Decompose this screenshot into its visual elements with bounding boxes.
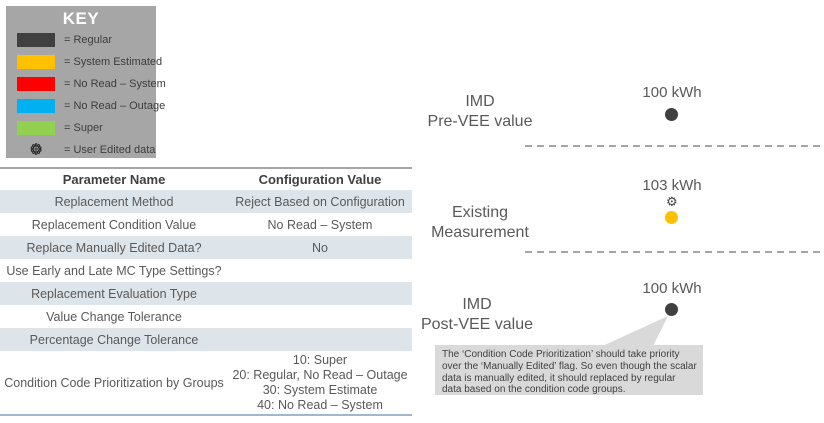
table-row: Condition Code Prioritization by Groups …: [0, 351, 412, 416]
param-name-cell: Replacement Condition Value: [31, 217, 197, 232]
divider-dashed-line: [525, 251, 824, 253]
key-item-label: = No Read – Outage: [64, 100, 166, 112]
param-name-cell: Percentage Change Tolerance: [0, 328, 228, 351]
config-value-cell: [228, 328, 412, 351]
system-estimated-swatch: [17, 55, 55, 69]
key-item-label: = Super: [64, 122, 103, 134]
super-swatch: [17, 121, 55, 135]
key-item-no-read-system: = No Read – System: [6, 73, 166, 95]
existing-measurement-value: 103 kWh: [642, 177, 702, 194]
config-value-cell: [228, 282, 412, 305]
callout-note: The ‘Condition Code Prioritization’ shou…: [435, 345, 703, 395]
post-vee-value: 100 kWh: [642, 280, 702, 297]
table-row: Use Early and Late MC Type Settings?: [0, 259, 412, 282]
pre-vee-dot: [665, 108, 678, 121]
column-header-configuration-value: Configuration Value: [228, 167, 412, 190]
key-legend: KEY = Regular = System Estimated = No Re…: [6, 6, 166, 161]
param-name-cell: Replacement Evaluation Type: [0, 282, 228, 305]
key-item-system-estimated: = System Estimated: [6, 51, 162, 73]
post-vee-label: IMD Post-VEE value: [420, 296, 534, 333]
param-name-cell: Use Early and Late MC Type Settings?: [6, 263, 222, 278]
config-value-cell: 10: Super 20: Regular, No Read – Outage …: [228, 351, 412, 416]
key-title: KEY: [62, 9, 100, 28]
key-item-label: = Regular: [64, 34, 113, 46]
existing-measurement-dot: [665, 211, 678, 224]
table-row: Replacement Condition Value No Read – Sy…: [0, 213, 412, 236]
table-row: Value Change Tolerance: [0, 305, 412, 328]
key-item-label: = System Estimated: [64, 56, 163, 68]
pre-vee-label: IMD Pre-VEE value: [427, 93, 533, 130]
parameter-table: Parameter Name Configuration Value Repla…: [0, 167, 412, 416]
divider-dashed-line: [525, 145, 824, 147]
post-vee-dot: [665, 303, 678, 316]
callout-tail: [598, 316, 668, 348]
param-name-cell: Replacement Method: [0, 190, 228, 213]
table-row: Replacement Evaluation Type: [0, 282, 412, 305]
gear-icon: ⚙: [29, 142, 43, 158]
pre-vee-value: 100 kWh: [642, 84, 702, 101]
config-value-cell: [228, 259, 412, 282]
table-row: Percentage Change Tolerance: [0, 328, 412, 351]
config-value-cell: No: [228, 236, 412, 259]
no-read-system-swatch: [17, 77, 55, 91]
key-item-super: = Super: [6, 117, 156, 139]
config-value-cell: [228, 305, 412, 328]
key-item-label: = No Read – System: [64, 78, 166, 90]
param-name-cell: Condition Code Prioritization by Groups: [0, 351, 228, 416]
table-row: Replace Manually Edited Data? No: [0, 236, 412, 259]
regular-swatch: [17, 33, 55, 47]
existing-measurement-label: Existing Measurement: [431, 204, 529, 241]
table-header-row: Parameter Name Configuration Value: [0, 167, 412, 190]
key-item-no-read-outage: = No Read – Outage: [6, 95, 165, 117]
user-edited-gear-icon: ⚙: [666, 195, 678, 210]
key-item-label: = User Edited data: [64, 144, 156, 156]
config-value-cell: No Read – System: [267, 217, 373, 232]
param-name-cell: Replace Manually Edited Data?: [0, 236, 228, 259]
param-name-cell: Value Change Tolerance: [46, 309, 182, 324]
config-value-cell: Reject Based on Configuration: [228, 190, 412, 213]
key-item-regular: = Regular: [6, 29, 156, 51]
column-header-parameter-name: Parameter Name: [0, 167, 228, 190]
key-item-user-edited: ⚙ = User Edited data: [6, 139, 156, 161]
no-read-outage-swatch: [17, 99, 55, 113]
table-row: Replacement Method Reject Based on Confi…: [0, 190, 412, 213]
